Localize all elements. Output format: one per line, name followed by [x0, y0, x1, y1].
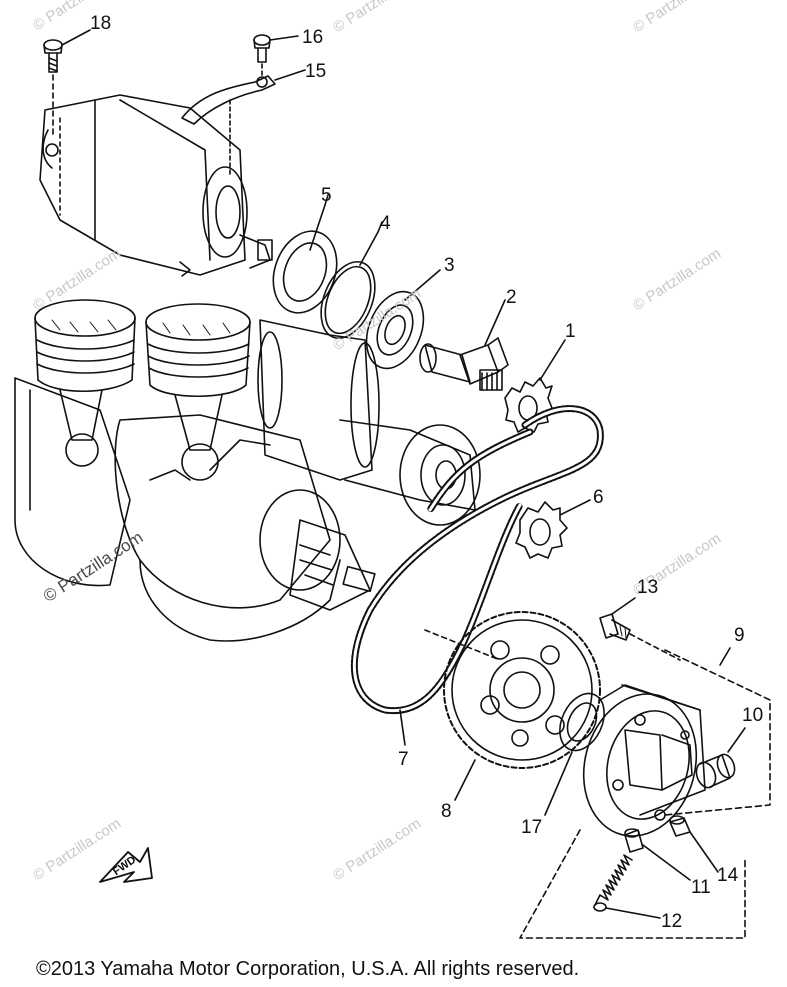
spring-12 [593, 854, 661, 919]
pin-14 [669, 815, 719, 873]
bracket-15 [181, 69, 306, 176]
callout-16: 16 [302, 27, 324, 48]
o-ring-5 [272, 204, 338, 314]
sprocket-8 [443, 611, 601, 801]
callout-13: 13 [637, 577, 659, 598]
callout-6: 6 [593, 487, 604, 508]
callout-12: 12 [661, 911, 683, 932]
callout-18: 18 [90, 13, 112, 34]
piston-right [145, 303, 251, 397]
callout-14: 14 [717, 865, 739, 886]
roller-10 [695, 727, 746, 789]
shaft-2 [419, 299, 509, 391]
bolt-13 [599, 597, 681, 661]
leader-lines [324, 194, 383, 233]
spring-cap-11 [624, 828, 691, 881]
bearing-3 [365, 269, 441, 370]
copyright-notice: ©2013 Yamaha Motor Corporation, U.S.A. A… [36, 958, 580, 980]
callout-7: 7 [398, 749, 409, 770]
callout-4: 4 [380, 213, 391, 234]
circlip-4 [320, 231, 379, 339]
callout-9: 9 [734, 625, 745, 646]
piston-left [34, 299, 136, 392]
crankshaft [14, 319, 481, 642]
callout-10: 10 [742, 705, 764, 726]
sub-assembly-outline [519, 829, 746, 939]
callout-15: 15 [305, 61, 327, 82]
callout-11: 11 [691, 877, 711, 898]
fwd-arrow [99, 847, 153, 883]
callout-2: 2 [506, 287, 517, 308]
chain-7 [350, 405, 604, 746]
callout-1: 1 [565, 321, 576, 342]
sprocket-6 [515, 499, 591, 559]
callout-3: 3 [444, 255, 455, 276]
callout-17: 17 [521, 817, 543, 838]
starter-clutch-9 [582, 647, 771, 837]
starter-motor [39, 94, 273, 277]
washer-17 [544, 692, 605, 816]
callout-5: 5 [321, 185, 332, 206]
bolt-18 [43, 29, 91, 136]
callout-8: 8 [441, 801, 452, 822]
bolt-16 [253, 34, 299, 77]
